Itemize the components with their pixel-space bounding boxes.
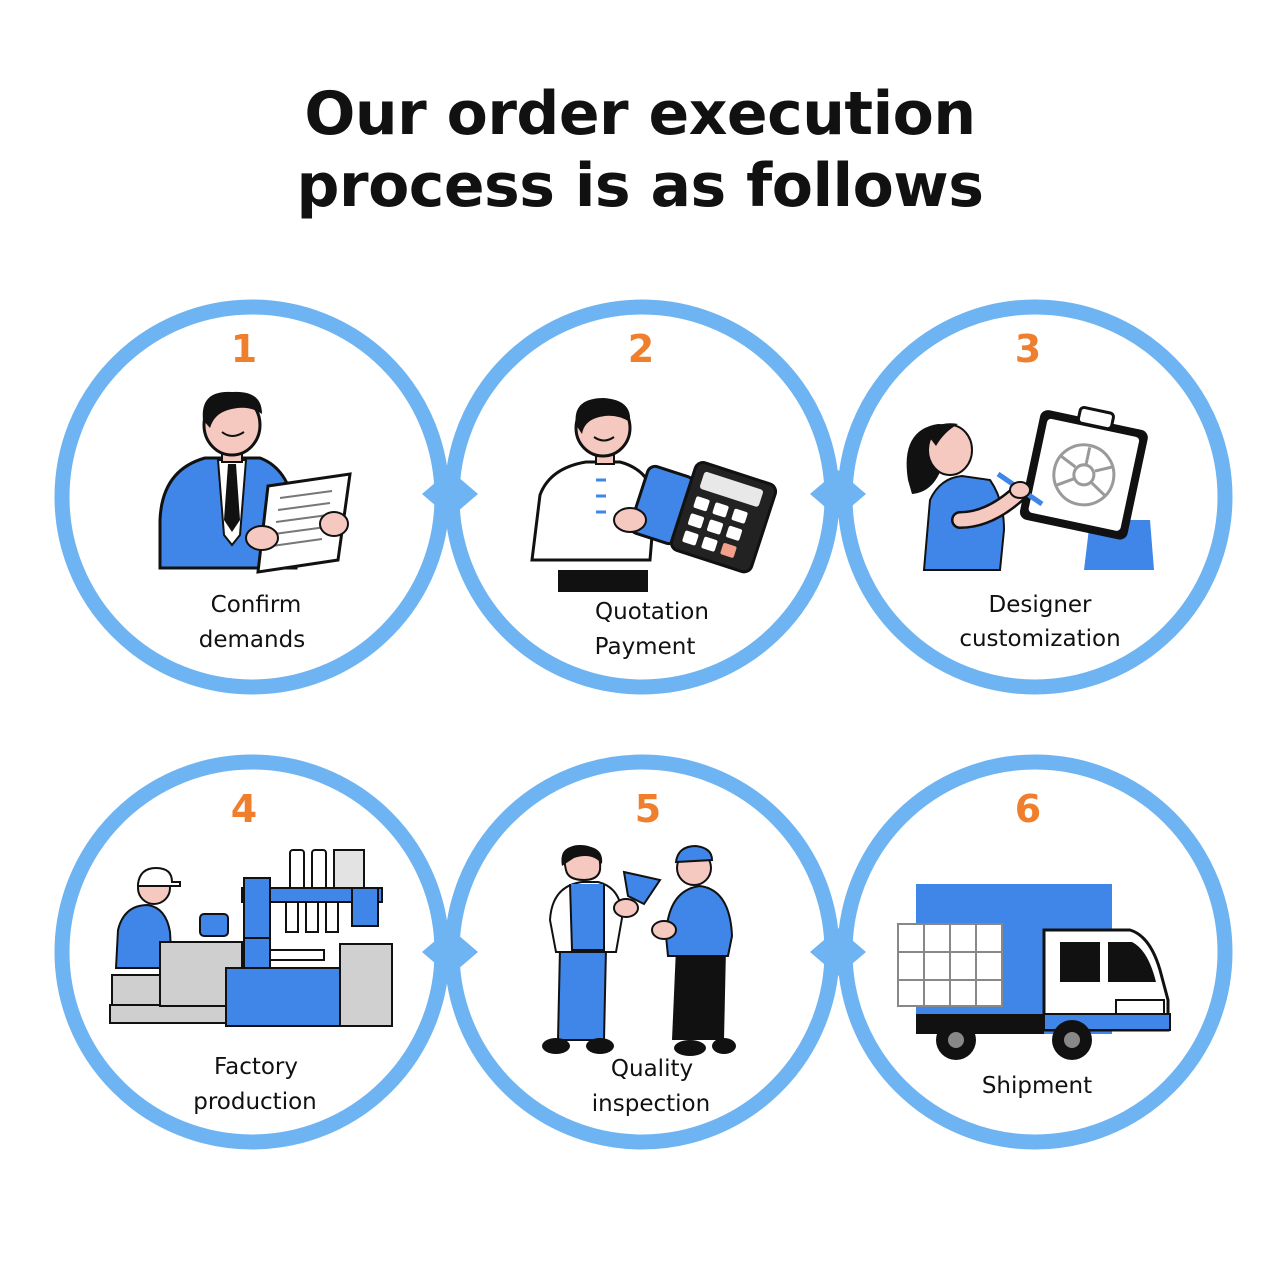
step-number-4: 4: [231, 787, 257, 831]
step-label-3-line-1: Designer: [988, 592, 1092, 618]
delivery-truck-icon: [897, 884, 1171, 1060]
step-label-2-line-2: Payment: [595, 634, 696, 660]
designer-drawing-wheel-icon: [906, 405, 1154, 571]
step-number-2: 2: [628, 327, 654, 371]
factory-machine-icon: [109, 849, 393, 1027]
step-number-1: 1: [231, 327, 257, 371]
step-number-3: 3: [1015, 327, 1041, 371]
connector-1-2: [422, 470, 478, 518]
step-label-3-line-2: customization: [959, 626, 1120, 652]
step-number-5: 5: [635, 787, 661, 831]
step-label-5-line-1: Quality: [611, 1056, 693, 1082]
page-title: Our order execution process is as follow…: [0, 78, 1280, 222]
connector-2-3: [810, 470, 866, 518]
title-line-2: process is as follows: [296, 151, 984, 221]
step-label-4-line-1: Factory: [214, 1054, 298, 1080]
man-with-phone-and-calculator-icon: [530, 398, 778, 592]
inspectors-checking-part-icon: [542, 844, 736, 1056]
step-label-5-line-2: inspection: [592, 1091, 710, 1117]
connector-4-5: [422, 928, 478, 976]
step-number-6: 6: [1015, 787, 1041, 831]
title-line-1: Our order execution: [304, 79, 976, 149]
step-label-1-line-1: Confirm: [211, 592, 302, 618]
businessman-reading-document-icon: [158, 391, 352, 574]
step-label-1-line-2: demands: [199, 627, 305, 653]
step-label-4-line-2: production: [193, 1089, 317, 1115]
connector-5-6: [810, 928, 866, 976]
step-label-6-line-1: Shipment: [982, 1073, 1092, 1099]
connectors: [422, 470, 866, 976]
step-label-2-line-1: Quotation: [595, 599, 709, 625]
